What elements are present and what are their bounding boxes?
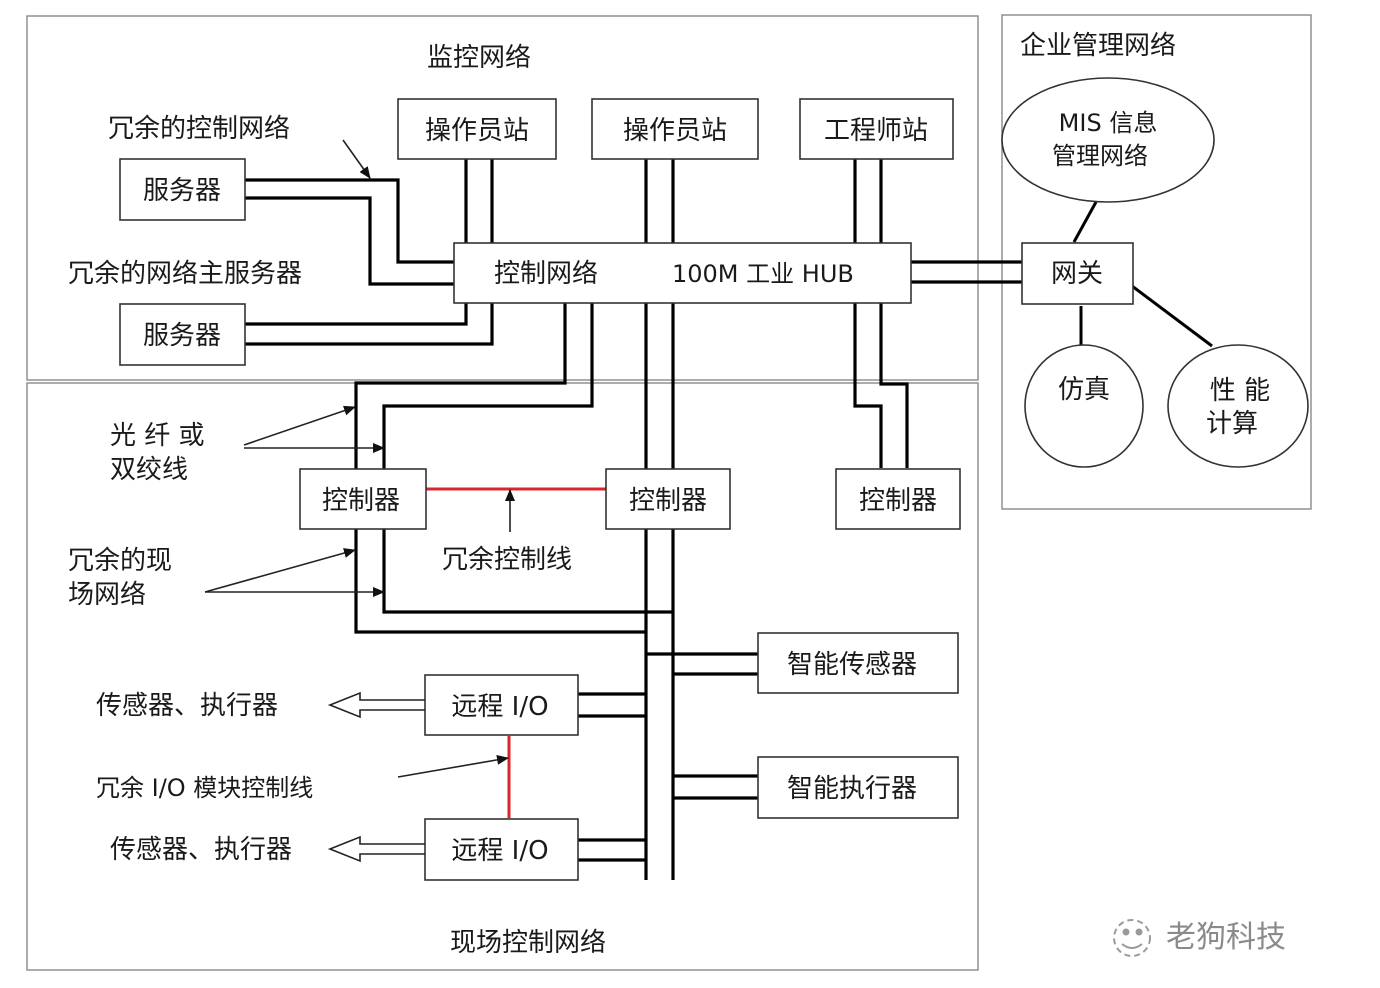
simulation-node: 仿真 xyxy=(1024,344,1144,468)
smart-actuator-link xyxy=(673,774,758,800)
sensor-actuator-label-2: 传感器、执行器 xyxy=(110,835,292,865)
fiber-label-line1: 光 纤 或 xyxy=(110,421,205,451)
performance-node: 性 能 计算 xyxy=(1167,344,1309,468)
server-2-link-b xyxy=(244,302,494,346)
redundant-field-label-line1: 冗余的现 xyxy=(68,546,172,576)
hub-controller1-link-b xyxy=(382,302,673,614)
hub-controller1-link-a xyxy=(354,302,646,634)
gateway-label: 网关 xyxy=(1051,259,1103,289)
remote-io-1-label: 远程 I/O xyxy=(451,692,548,722)
performance-label-line1: 性 能 xyxy=(1210,376,1270,406)
remote-io-2-link xyxy=(578,838,646,862)
operator-station-2-link xyxy=(644,158,675,244)
redundant-control-net-label: 冗余的控制网络 xyxy=(108,114,290,144)
watermark-logo-icon xyxy=(1113,919,1151,957)
hub-gateway-link xyxy=(910,260,1022,284)
operator-station-2-label: 操作员站 xyxy=(623,116,727,146)
redundant-io-line-label: 冗余 I/O 模块控制线 xyxy=(96,774,313,802)
hub-controller3-link-b xyxy=(879,302,909,468)
remote-io-1-output-arrow xyxy=(327,691,425,719)
remote-io-1-link xyxy=(578,692,646,718)
redundant-control-net-pointer xyxy=(342,139,371,179)
fiber-label-line2: 双绞线 xyxy=(110,455,188,485)
mis-label-line2: 管理网络 xyxy=(1052,142,1148,170)
remote-io-2-output-arrow xyxy=(327,835,425,863)
remote-io-2: 远程 I/O xyxy=(424,818,579,881)
server-2: 服务器 xyxy=(119,303,246,366)
industrial-hub: 控制网络 100M 工业 HUB xyxy=(453,242,912,304)
engineer-station-link xyxy=(853,158,883,244)
remote-io-1: 远程 I/O xyxy=(424,674,579,736)
hub-left-label: 控制网络 xyxy=(494,259,598,289)
controller-1-label: 控制器 xyxy=(322,486,400,516)
enterprise-network-label: 企业管理网络 xyxy=(1020,31,1176,61)
mis-network: MIS 信息 管理网络 xyxy=(1001,77,1215,203)
remote-io-2-label: 远程 I/O xyxy=(451,836,548,866)
engineer-station: 工程师站 xyxy=(799,98,954,160)
operator-station-1: 操作员站 xyxy=(397,98,557,160)
watermark-text: 老狗科技 xyxy=(1166,920,1286,955)
gateway-performance-link xyxy=(1131,284,1213,348)
hub-controller3-link-a xyxy=(853,302,883,468)
sensor-actuator-label-1: 传感器、执行器 xyxy=(96,691,278,721)
field-control-network-label: 现场控制网络 xyxy=(450,928,606,958)
server-1-link-a xyxy=(244,178,454,264)
operator-station-2: 操作员站 xyxy=(591,98,759,160)
gateway: 网关 xyxy=(1021,242,1134,305)
server-2-link-a xyxy=(244,302,468,326)
server-1-label: 服务器 xyxy=(143,176,221,206)
hub-right-label: 100M 工业 HUB xyxy=(672,260,854,288)
fiber-pointer-a xyxy=(243,405,356,446)
gateway-mis-link xyxy=(1072,201,1098,243)
server-1-link-b xyxy=(244,196,454,286)
monitoring-network-region xyxy=(26,15,979,381)
redundant-field-label-line2: 场网络 xyxy=(68,580,146,610)
performance-label-line2: 计算 xyxy=(1206,409,1258,439)
controller-3-label: 控制器 xyxy=(859,486,937,516)
server-2-label: 服务器 xyxy=(143,321,221,351)
smart-actuator-label: 智能执行器 xyxy=(787,774,917,804)
controller-2-label: 控制器 xyxy=(629,486,707,516)
operator-station-1-label: 操作员站 xyxy=(425,116,529,146)
controller-2: 控制器 xyxy=(605,468,731,530)
redundant-main-server-label: 冗余的网络主服务器 xyxy=(68,259,302,289)
controller-1: 控制器 xyxy=(299,468,427,530)
redundant-control-line-label: 冗余控制线 xyxy=(442,545,572,575)
redundant-field-pointer-a xyxy=(204,548,356,593)
controller-3: 控制器 xyxy=(835,468,961,530)
smart-sensor-link xyxy=(646,652,758,676)
monitoring-network-label: 监控网络 xyxy=(427,43,531,73)
mis-label-line1: MIS 信息 xyxy=(1059,109,1158,137)
operator-station-1-link xyxy=(464,158,494,244)
watermark: 老狗科技 xyxy=(1113,919,1286,957)
smart-actuator: 智能执行器 xyxy=(757,756,959,819)
server-1: 服务器 xyxy=(119,158,246,221)
engineer-station-label: 工程师站 xyxy=(824,116,928,146)
smart-sensor: 智能传感器 xyxy=(757,632,959,694)
simulation-label: 仿真 xyxy=(1058,375,1110,405)
redundant-io-line-pointer xyxy=(397,754,509,778)
smart-sensor-label: 智能传感器 xyxy=(787,650,917,680)
